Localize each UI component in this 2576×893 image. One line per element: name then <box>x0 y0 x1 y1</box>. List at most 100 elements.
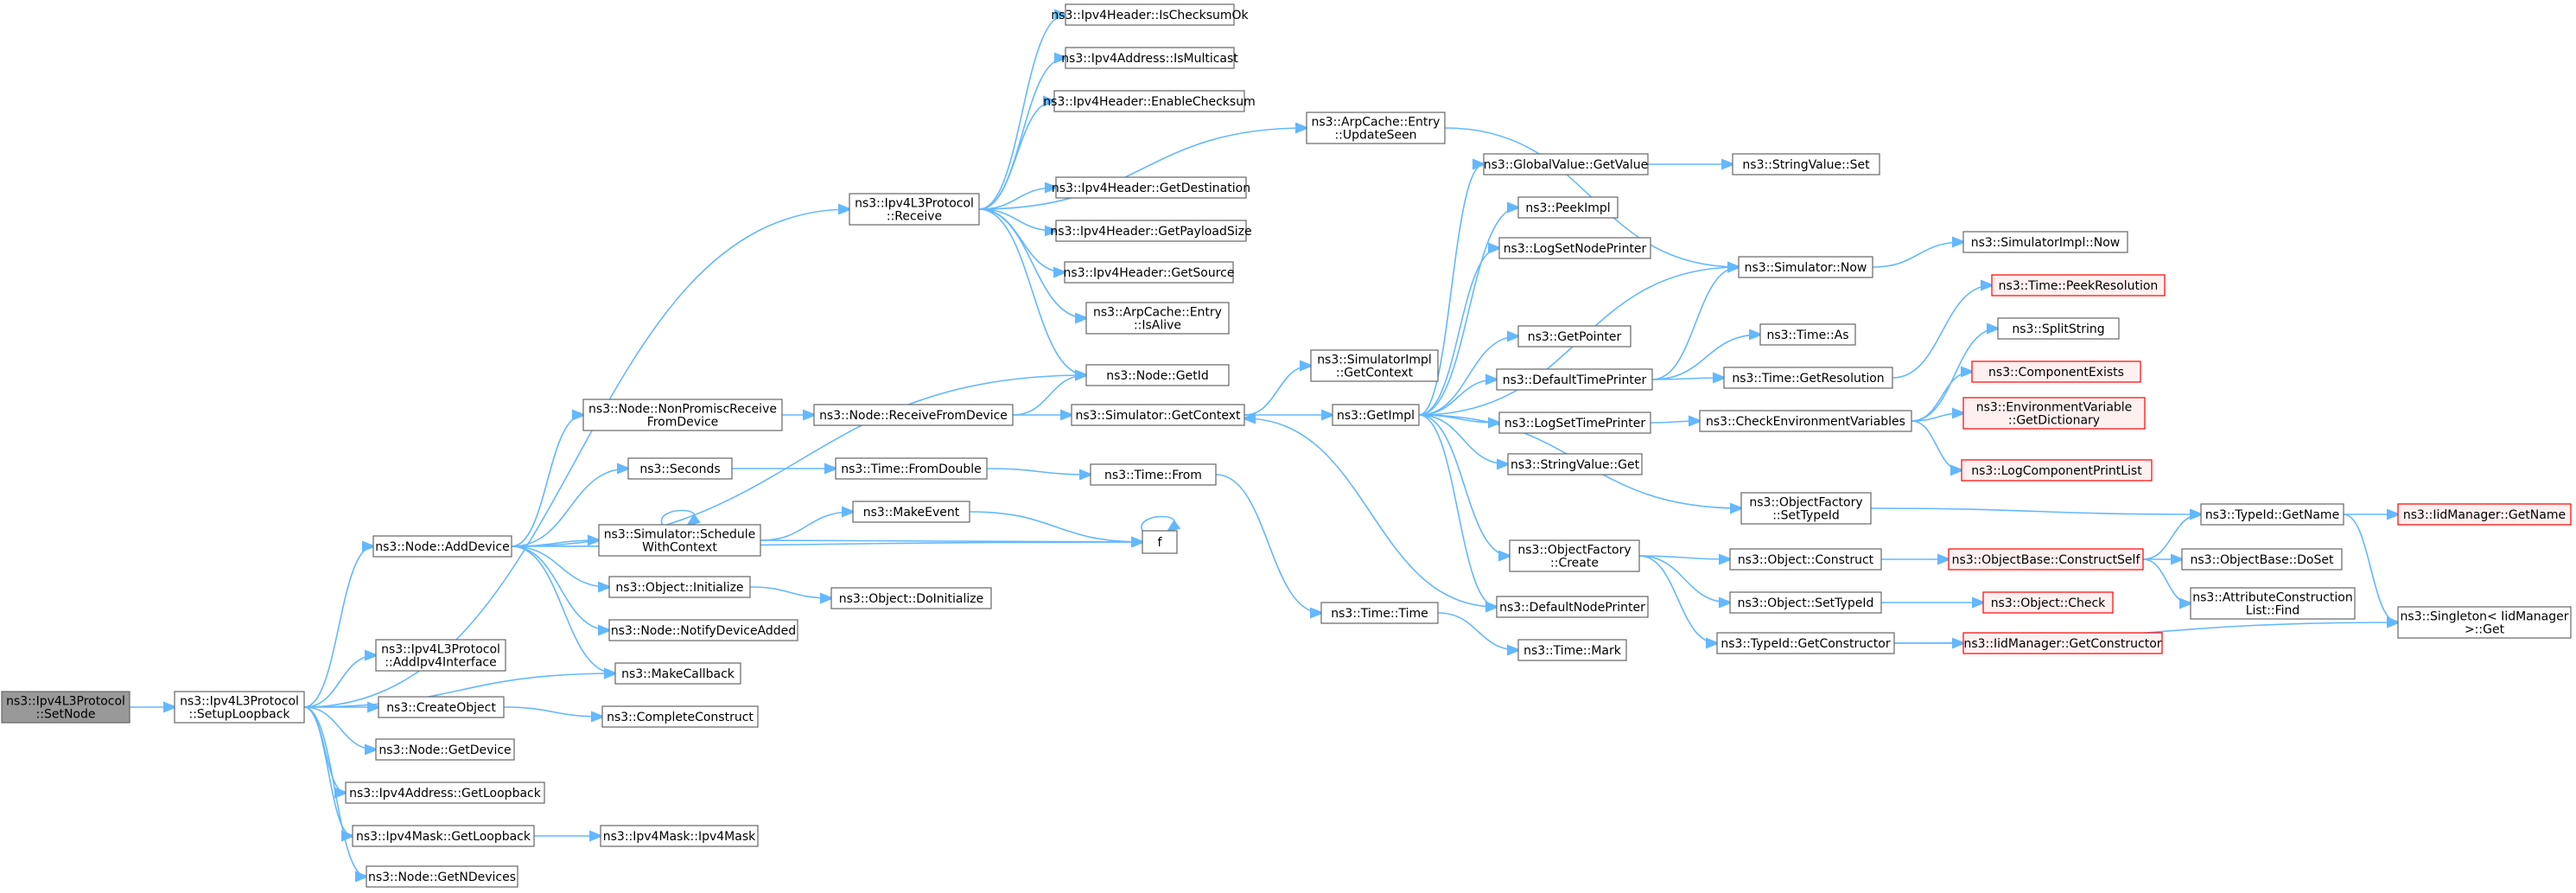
edge-fromdouble-to-timefrom <box>986 468 1091 475</box>
node-receivefromdevice[interactable]: ns3::Node::ReceiveFromDevice <box>813 404 1014 426</box>
node-box <box>1738 256 1873 278</box>
node-simgetcontext[interactable]: ns3::Simulator::GetContext <box>1071 404 1245 426</box>
node-maskipv4mask[interactable]: ns3::Ipv4Mask::Ipv4Mask <box>600 825 759 847</box>
node-getresolution[interactable]: ns3::Time::GetResolution <box>1723 367 1893 389</box>
node-timemark[interactable]: ns3::Time::Mark <box>1517 639 1627 661</box>
node-label: ns3::AttributeConstruction <box>2192 591 2352 605</box>
node-splitstring[interactable]: ns3::SplitString <box>1997 317 2120 340</box>
node-addrgetloopback[interactable]: ns3::Ipv4Address::GetLoopback <box>345 781 545 804</box>
node-completeconstruct[interactable]: ns3::CompleteConstruct <box>601 705 759 728</box>
node-label: ns3::LogSetNodePrinter <box>1504 242 1647 256</box>
node-updateseen[interactable]: ns3::ArpCache::Entry::UpdateSeen <box>1306 112 1446 144</box>
node-objectcheck[interactable]: ns3::Object::Check <box>1982 591 2114 614</box>
node-logsettimeprinter[interactable]: ns3::LogSetTimePrinter <box>1498 411 1651 434</box>
node-globalvaluegetvalue[interactable]: ns3::GlobalValue::GetValue <box>1483 153 1649 175</box>
node-getpayloadsize[interactable]: ns3::Ipv4Header::GetPayloadSize <box>1050 220 1252 242</box>
node-label: ns3::Object::SetTypeId <box>1738 596 1874 610</box>
node-enablechecksum[interactable]: ns3::Ipv4Header::EnableChecksum <box>1043 90 1256 112</box>
node-simnow[interactable]: ns3::Simulator::Now <box>1738 256 1873 278</box>
node-box <box>2397 503 2572 526</box>
node-settypeid[interactable]: ns3::ObjectFactory::SetTypeId <box>1740 492 1872 525</box>
node-label: ns3::ArpCache::Entry <box>1312 116 1441 130</box>
node-addipv4if[interactable]: ns3::Ipv4L3Protocol::AddIpv4Interface <box>375 639 506 672</box>
node-doinitialize[interactable]: ns3::Object::DoInitialize <box>830 587 992 609</box>
node-f[interactable]: f <box>1142 530 1178 554</box>
node-objectbasedoset[interactable]: ns3::ObjectBase::DoSet <box>2181 548 2343 571</box>
node-timefrom[interactable]: ns3::Time::From <box>1090 463 1217 486</box>
node-box <box>345 781 545 804</box>
node-label: ns3::TypeId::GetConstructor <box>1721 637 1890 651</box>
node-adddevice[interactable]: ns3::Node::AddDevice <box>372 535 512 558</box>
node-setuploopback[interactable]: ns3::Ipv4L3Protocol::SetupLoopback <box>174 691 305 724</box>
node-getimpl[interactable]: ns3::GetImpl <box>1332 404 1420 426</box>
node-label: ns3::Simulator::Schedule <box>604 528 756 542</box>
node-label: ns3::GetImpl <box>1337 409 1415 423</box>
node-setnode[interactable]: ns3::Ipv4L3Protocol::SetNode <box>1 691 130 724</box>
node-box <box>1071 404 1245 426</box>
node-defaultnodeprinter[interactable]: ns3::DefaultNodePrinter <box>1496 596 1649 618</box>
node-box <box>627 457 733 480</box>
node-iidgetconstructor[interactable]: ns3::IidManager::GetConstructor <box>1962 632 2163 654</box>
node-getdestination[interactable]: ns3::Ipv4Header::GetDestination <box>1052 176 1250 199</box>
node-objinitialize[interactable]: ns3::Object::Initialize <box>608 576 751 598</box>
node-singletonget[interactable]: ns3::Singleton< IidManager>::Get <box>2397 606 2572 639</box>
edge-objfactorycreate-to-objsettypeid <box>1638 555 1730 603</box>
node-maskgetloopback[interactable]: ns3::Ipv4Mask::GetLoopback <box>352 825 535 847</box>
node-box <box>352 825 535 847</box>
node-ismulticast[interactable]: ns3::Ipv4Address::IsMulticast <box>1061 47 1238 69</box>
edge-setuploopback-to-getdevice <box>303 706 376 749</box>
node-receive[interactable]: ns3::Ipv4L3Protocol::Receive <box>849 193 980 226</box>
node-label: ::UpdateSeen <box>1334 129 1416 143</box>
node-objsettypeid[interactable]: ns3::Object::SetTypeId <box>1729 591 1882 614</box>
node-box <box>852 501 970 523</box>
node-isalive[interactable]: ns3::ArpCache::Entry::IsAlive <box>1085 302 1230 335</box>
node-getdevice[interactable]: ns3::Node::GetDevice <box>375 738 515 761</box>
node-notifydeviceadded[interactable]: ns3::Node::NotifyDeviceAdded <box>608 619 798 641</box>
node-simimplgetcontext[interactable]: ns3::SimulatorImpl::GetContext <box>1310 349 1439 382</box>
node-fromdouble[interactable]: ns3::Time::FromDouble <box>835 457 988 480</box>
node-envgetdict[interactable]: ns3::EnvironmentVariable::GetDictionary <box>1962 397 2146 430</box>
node-seconds[interactable]: ns3::Seconds <box>627 457 733 480</box>
node-peekimpl[interactable]: ns3::PeekImpl <box>1517 196 1619 219</box>
node-ischecksumok[interactable]: ns3::Ipv4Header::IsChecksumOk <box>1051 3 1250 26</box>
node-logcomponentprintlist[interactable]: ns3::LogComponentPrintList <box>1961 459 2153 482</box>
node-label: ns3::Simulator::Now <box>1745 261 1867 275</box>
node-componentexists[interactable]: ns3::ComponentExists <box>1971 360 2141 383</box>
node-label: ns3::IidManager::GetName <box>2403 508 2566 522</box>
node-constructself[interactable]: ns3::ObjectBase::ConstructSelf <box>1948 548 2144 571</box>
node-createobject[interactable]: ns3::CreateObject <box>378 696 505 718</box>
node-getsource[interactable]: ns3::Ipv4Header::GetSource <box>1064 261 1235 284</box>
node-label: ::GetDictionary <box>2008 414 2100 428</box>
node-getndevices[interactable]: ns3::Node::GetNDevices <box>366 865 518 888</box>
node-iidgetname[interactable]: ns3::IidManager::GetName <box>2397 503 2572 526</box>
node-label: ns3::SimulatorImpl::Now <box>1971 236 2121 250</box>
node-objconstruct[interactable]: ns3::Object::Construct <box>1729 548 1882 571</box>
node-logsetnodeprinter[interactable]: ns3::LogSetNodePrinter <box>1498 237 1651 259</box>
node-getconstructor[interactable]: ns3::TypeId::GetConstructor <box>1716 632 1895 654</box>
edge-setuploopback-to-makecallback <box>303 673 615 708</box>
edge-defaulttimeprinter-to-simnow <box>1651 267 1739 380</box>
node-box <box>1142 530 1178 554</box>
node-label: ns3::Ipv4L3Protocol <box>6 695 125 709</box>
node-checkenv[interactable]: ns3::CheckEnvironmentVariables <box>1699 410 1912 432</box>
edge-checkenv-to-envgetdict <box>1911 413 1963 422</box>
node-stringvalueget[interactable]: ns3::StringValue::Get <box>1507 453 1643 475</box>
node-nodegetid[interactable]: ns3::Node::GetId <box>1085 364 1230 386</box>
node-typeidgetname[interactable]: ns3::TypeId::GetName <box>2200 503 2344 526</box>
node-defaulttimeprinter[interactable]: ns3::DefaultTimePrinter <box>1496 368 1653 391</box>
node-objfactorycreate[interactable]: ns3::ObjectFactory::Create <box>1509 539 1640 572</box>
node-simimplnow[interactable]: ns3::SimulatorImpl::Now <box>1962 231 2128 253</box>
node-stringvalueset[interactable]: ns3::StringValue::Set <box>1732 153 1880 175</box>
edge-createobject-to-completeconstruct <box>503 706 602 717</box>
node-getpointer[interactable]: ns3::GetPointer <box>1517 325 1631 348</box>
node-makeevent[interactable]: ns3::MakeEvent <box>852 501 970 523</box>
node-peekresolution[interactable]: ns3::Time::PeekResolution <box>1991 274 2166 297</box>
node-label: ns3::Ipv4Header::GetSource <box>1064 266 1235 280</box>
node-timetime[interactable]: ns3::Time::Time <box>1320 602 1439 624</box>
node-timeas[interactable]: ns3::Time::As <box>1759 323 1856 346</box>
node-label: List::Find <box>2246 604 2300 618</box>
node-makecallback[interactable]: ns3::MakeCallback <box>614 662 741 685</box>
